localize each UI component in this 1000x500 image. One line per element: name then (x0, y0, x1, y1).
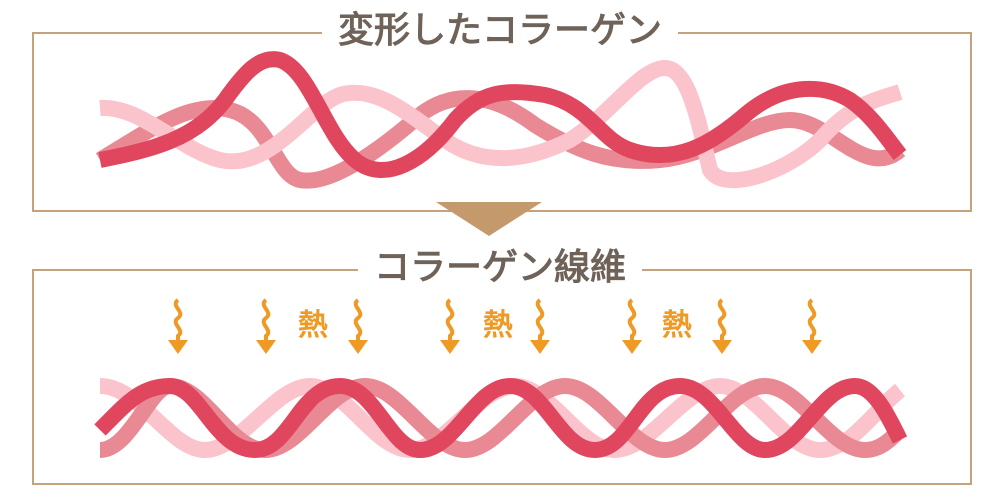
heat-label: 熱 (483, 308, 513, 343)
wavy-down-arrow-icon (622, 298, 642, 354)
deformed-collagen-strands (95, 51, 907, 189)
collagen-fiber-title: コラーゲン線維 (357, 246, 643, 290)
heat-label: 熱 (662, 308, 692, 343)
collagen-fiber-strands (94, 377, 908, 459)
heat-label: 熱 (298, 308, 328, 343)
wavy-down-arrow-icon (802, 298, 822, 354)
deformed-strand-light (99, 60, 903, 189)
wavy-down-arrow-icon (168, 298, 188, 354)
wavy-down-arrow-icon (530, 298, 550, 354)
heat-arrows (168, 298, 822, 354)
deformed-strand-dark (98, 51, 907, 178)
wavy-down-arrow-icon (712, 298, 732, 354)
wavy-down-arrow-icon (440, 298, 460, 354)
down-triangle-icon (436, 202, 542, 236)
wavy-down-arrow-icon (256, 298, 276, 354)
fiber-strand-dark (94, 377, 908, 459)
wavy-down-arrow-icon (348, 298, 368, 354)
deformed-collagen-title: 変形したコラーゲン (321, 9, 679, 53)
